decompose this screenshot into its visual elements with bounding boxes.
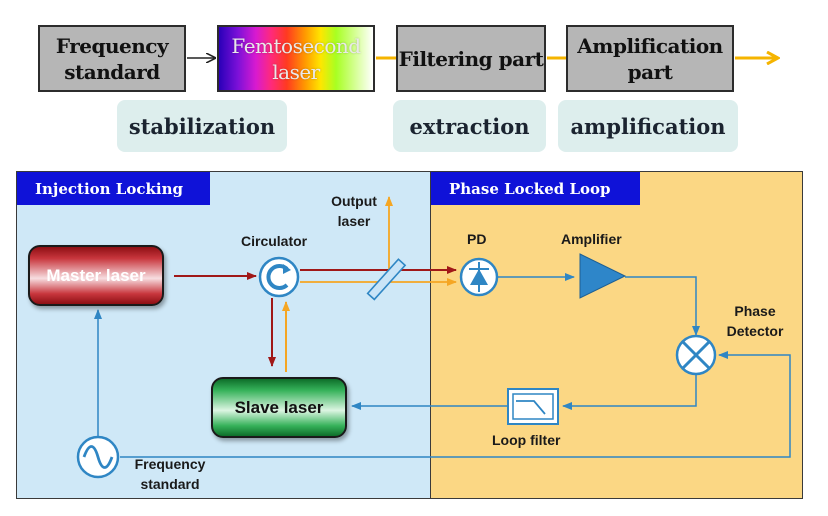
femtosecond-laser-label: Femtosecond laser bbox=[231, 33, 361, 84]
photodiode-icon bbox=[459, 257, 499, 297]
extraction-label: extraction bbox=[409, 113, 530, 139]
beam-splitter-icon bbox=[366, 258, 407, 301]
circulator-icon bbox=[258, 256, 300, 298]
master-laser-label: Master laser bbox=[46, 265, 146, 285]
frequency-standard-source-label: Frequency standard bbox=[134, 456, 206, 492]
filtering-part-box: Filtering part bbox=[396, 25, 546, 92]
frequency-standard-box: Frequency standard bbox=[38, 25, 186, 92]
amplification-part-label: Amplification part bbox=[577, 33, 723, 84]
slave-laser-label: Slave laser bbox=[234, 397, 324, 417]
lowpass-filter-icon bbox=[507, 388, 559, 425]
output-laser-label: Output laser bbox=[331, 193, 377, 229]
amplifier-to-detector-line bbox=[625, 276, 700, 336]
amplification-label: amplification bbox=[570, 113, 726, 139]
amplifier-icon bbox=[579, 253, 627, 299]
filtering-part-label: Filtering part bbox=[398, 46, 544, 71]
slave-laser-block: Slave laser bbox=[211, 377, 347, 438]
injection-locking-title: Injection Locking bbox=[17, 172, 210, 205]
reference-to-detector-line bbox=[120, 351, 791, 458]
phase-locked-loop-title: Phase Locked Loop bbox=[431, 172, 640, 205]
stabilization-stage: stabilization bbox=[117, 100, 287, 152]
frequency-standard-label: Frequency standard bbox=[55, 33, 169, 84]
sine-source-icon bbox=[76, 435, 120, 479]
femtosecond-laser-box: Femtosecond laser bbox=[217, 25, 375, 92]
loop-filter-label: Loop filter bbox=[492, 432, 561, 448]
amplification-part-box: Amplification part bbox=[566, 25, 734, 92]
circulator-label: Circulator bbox=[241, 233, 308, 249]
pd-label: PD bbox=[467, 231, 487, 247]
stabilization-label: stabilization bbox=[128, 113, 276, 139]
amplification-stage: amplification bbox=[558, 100, 738, 152]
phase-detector-label: Phase Detector bbox=[726, 303, 784, 339]
extraction-stage: extraction bbox=[393, 100, 546, 152]
amplifier-label: Amplifier bbox=[561, 231, 622, 247]
master-laser-block: Master laser bbox=[28, 245, 164, 306]
injection-locking-title-text: Injection Locking bbox=[35, 179, 183, 198]
phase-locked-loop-title-text: Phase Locked Loop bbox=[449, 179, 611, 198]
mixer-icon bbox=[675, 334, 717, 376]
phase-locked-loop-panel bbox=[430, 171, 803, 499]
detector-to-filter-line bbox=[562, 374, 697, 410]
